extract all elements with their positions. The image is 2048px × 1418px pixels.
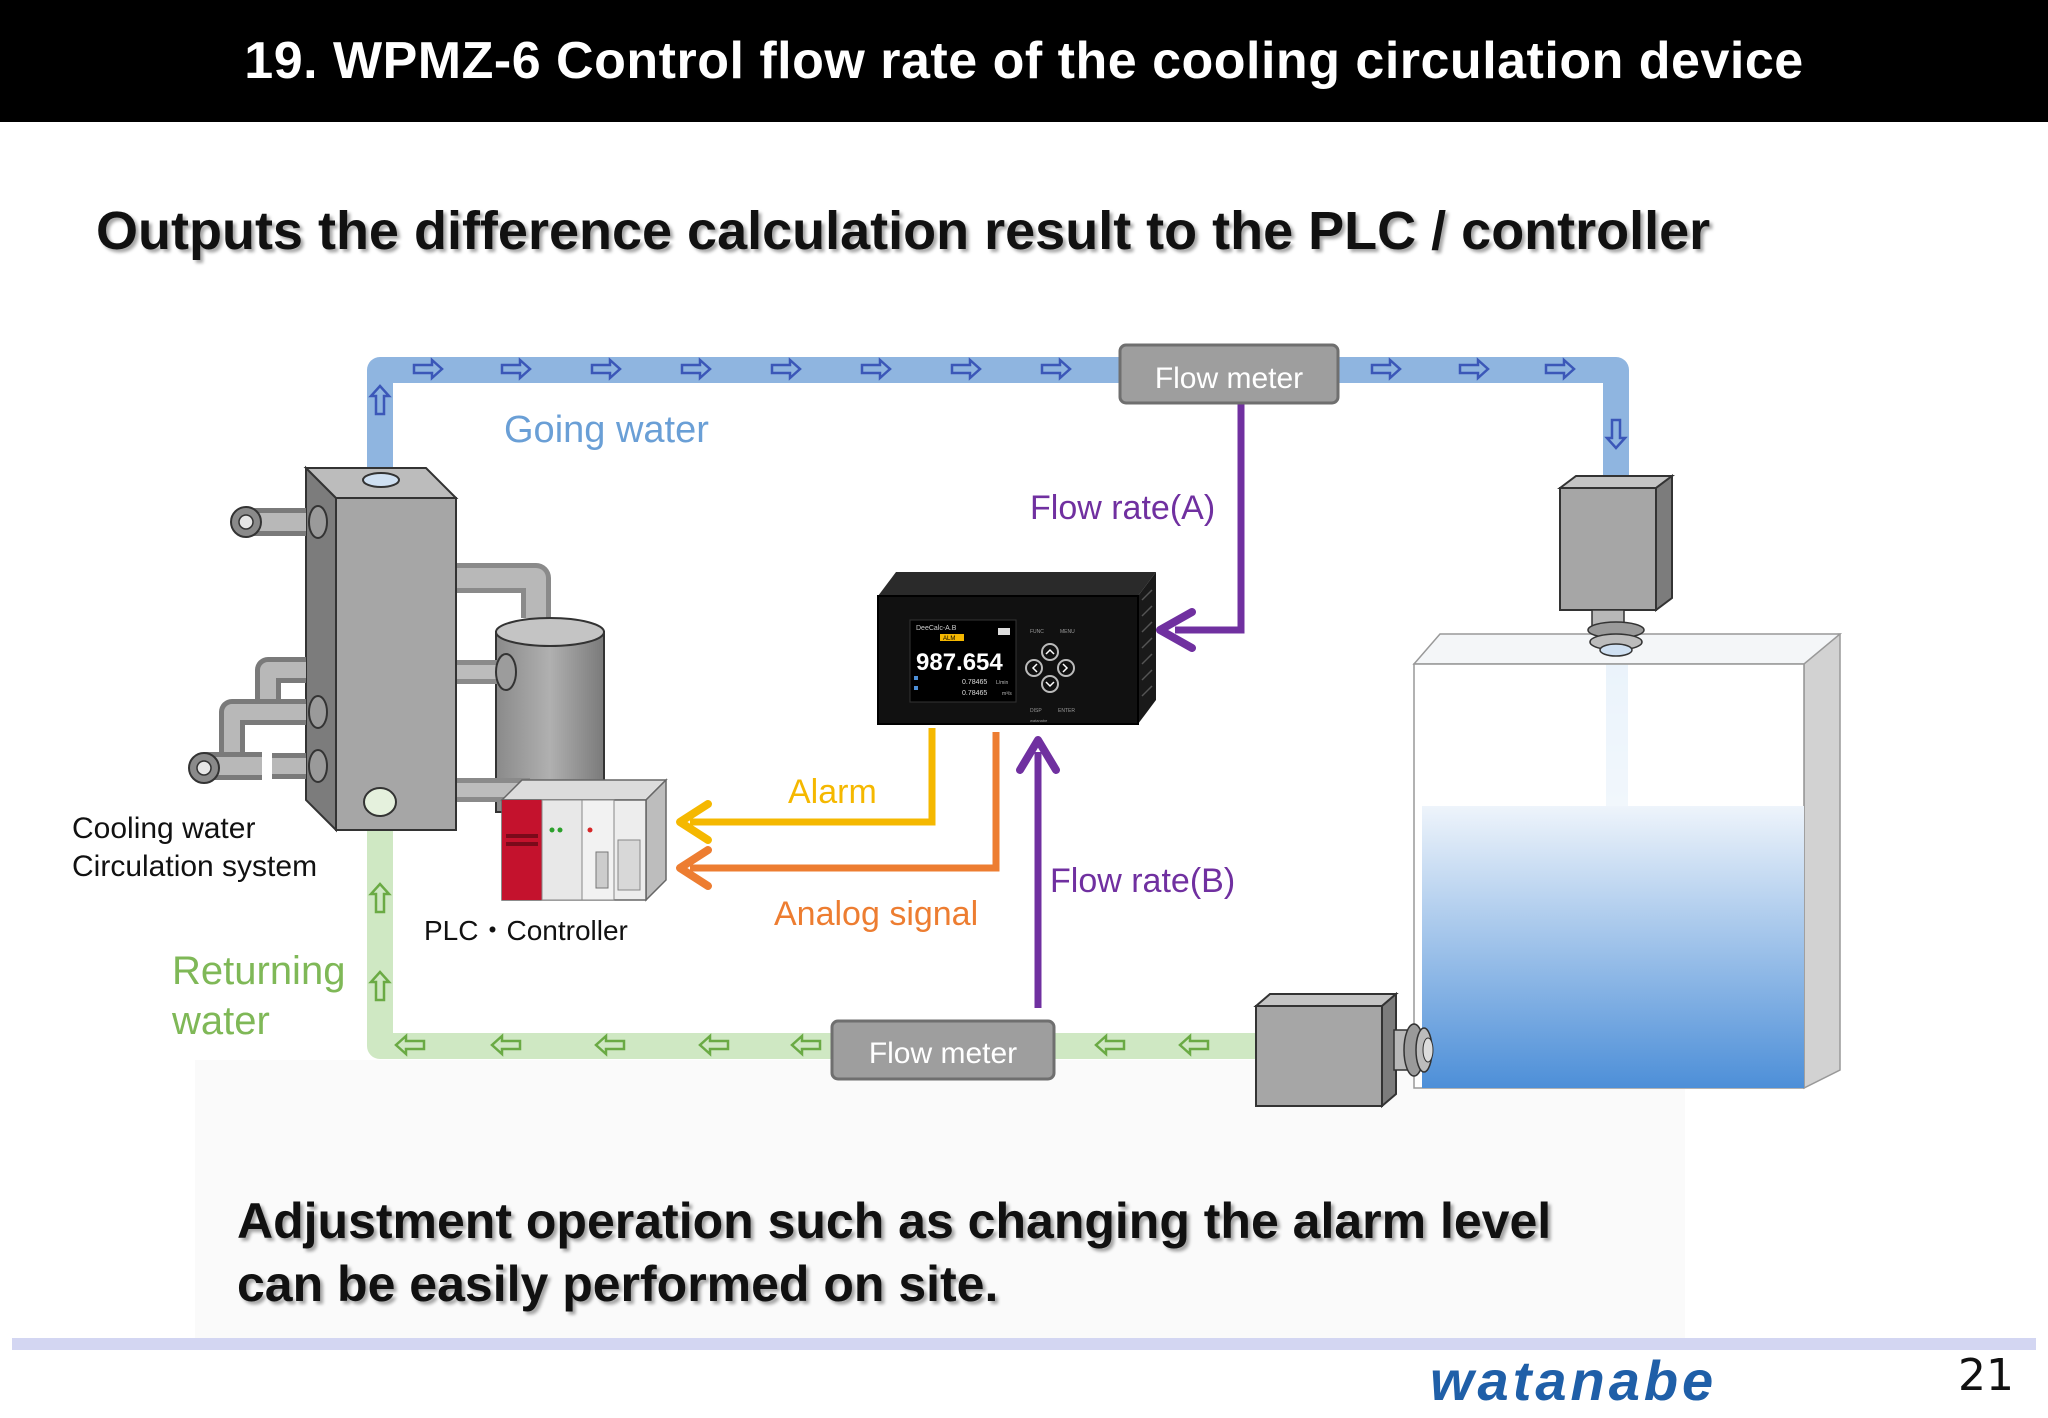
meter-small-unit-1: L/min xyxy=(996,680,1008,686)
subtitle: Outputs the difference calculation resul… xyxy=(96,201,1711,261)
meter-status-text: ALM xyxy=(943,636,955,642)
analog-signal-label: Analog signal xyxy=(774,895,978,933)
footer-divider xyxy=(12,1338,2036,1350)
returning-arrows xyxy=(368,882,1210,1057)
meter-key-disp: DISP xyxy=(1030,708,1042,714)
meter-small-unit-2: m³/s xyxy=(1002,691,1012,697)
flow-rate-b-label: Flow rate(B) xyxy=(1050,862,1235,900)
meter-brand-text: DeeCalc-A.B xyxy=(916,625,957,632)
returning-water-label-line1: Returning xyxy=(172,949,345,993)
footer-note-line2: can be easily performed on site. xyxy=(237,1256,999,1312)
footer-note-line1: Adjustment operation such as changing th… xyxy=(237,1193,1552,1249)
wpmz6-meter: DeeCalc-A.B ALM 987.654 0.78465 0.78465 … xyxy=(877,572,1156,725)
flow-rate-a-line xyxy=(1156,400,1245,652)
page-title: 19. WPMZ-6 Control flow rate of the cool… xyxy=(244,32,1804,90)
meter-small-value-2: 0.78465 xyxy=(962,690,987,697)
logo-text: watanabe xyxy=(1430,1352,1717,1412)
alarm-label: Alarm xyxy=(788,773,877,811)
flow-rate-b-line xyxy=(1016,736,1060,1008)
meter-maker-label: watanabe xyxy=(1030,718,1048,723)
water-tank xyxy=(1412,633,1843,1090)
page-number: 21 xyxy=(1958,1350,2014,1401)
cooling-system-label-line2: Circulation system xyxy=(72,850,317,883)
plc-controller-label: PLC・Controller xyxy=(424,915,628,946)
title-bar: 19. WPMZ-6 Control flow rate of the cool… xyxy=(0,0,2048,122)
meter-key-menu: MENU xyxy=(1060,629,1075,635)
meter-up-key-icon xyxy=(1045,648,1055,655)
meter-right-key-icon xyxy=(1062,663,1069,673)
returning-water-label-line2: water xyxy=(171,999,270,1043)
flow-meter-bottom-label: Flow meter xyxy=(869,1037,1017,1070)
flow-meter-bottom: Flow meter xyxy=(830,1019,1056,1081)
meter-status-badge xyxy=(940,634,964,641)
meter-left-key-icon xyxy=(1031,663,1038,673)
watanabe-logo: watanabe xyxy=(1430,1352,1717,1412)
going-arrows xyxy=(368,357,1628,450)
footer-note: Adjustment operation such as changing th… xyxy=(237,1190,1551,1316)
alarm-line xyxy=(676,728,936,844)
meter-small-value-1: 0.78465 xyxy=(962,679,987,686)
background-panel xyxy=(195,1060,1685,1350)
flow-meter-top: Flow meter xyxy=(1118,343,1340,405)
going-water-pipe xyxy=(367,357,1629,493)
cooling-system-label-line1: Cooling water xyxy=(72,812,255,845)
meter-navigation-keys xyxy=(1025,643,1075,693)
flow-rate-a-label: Flow rate(A) xyxy=(1030,489,1215,527)
plc-controller xyxy=(500,778,668,902)
meter-down-key-icon xyxy=(1045,681,1055,688)
meter-main-value: 987.654 xyxy=(916,649,1003,676)
flow-meter-top-label: Flow meter xyxy=(1155,362,1303,395)
top-flow-nozzle xyxy=(1557,474,1675,657)
meter-key-func: FUNC xyxy=(1030,629,1044,635)
pump xyxy=(1253,991,1434,1109)
meter-key-enter: ENTER xyxy=(1058,708,1075,714)
analog-signal-line xyxy=(676,732,1000,890)
going-water-label: Going water xyxy=(504,409,709,451)
cooling-circulation-device xyxy=(188,465,605,833)
